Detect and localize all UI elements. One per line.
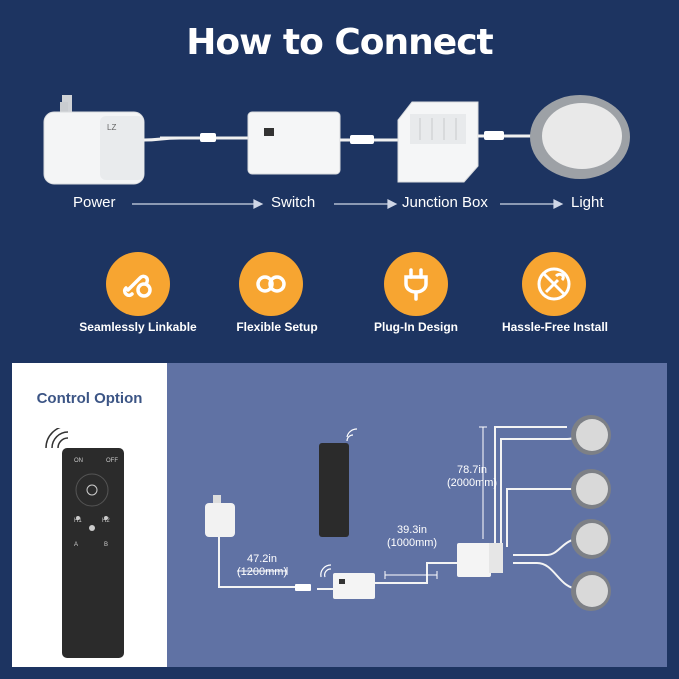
flexible-loop-icon — [239, 252, 303, 316]
step-label-light: Light — [571, 194, 604, 211]
power-adapter-image: LZ — [43, 95, 181, 185]
light-cable-length: 78.7in — [457, 464, 487, 476]
step-label-junction-box: Junction Box — [402, 194, 488, 211]
feature-label-hassle-free-install: Hassle-Free Install — [501, 320, 609, 334]
junction-box-image — [397, 101, 479, 183]
small-switch-image — [320, 564, 375, 599]
power-cable-metric: (1200mm) — [236, 566, 288, 578]
flow-arrows — [132, 199, 564, 209]
wiring-diagram — [205, 415, 611, 611]
remote-on-label: ON — [74, 458, 83, 464]
small-adapter-image — [205, 495, 235, 537]
step-label-power: Power — [73, 194, 116, 211]
wireless-signal-icon — [45, 428, 69, 449]
switch-box-image — [247, 111, 341, 175]
switch-cable-length: 39.3in — [397, 524, 427, 536]
feature-label-seamlessly-linkable: Seamlessly Linkable — [79, 320, 197, 334]
puck-light-image — [530, 95, 630, 179]
wiring-diagram-panel — [167, 363, 667, 667]
link-icon — [106, 252, 170, 316]
control-option-title: Control Option — [36, 390, 143, 407]
plug-icon — [384, 252, 448, 316]
power-cable-length: 47.2in — [247, 553, 277, 565]
small-junction-box-image — [457, 543, 503, 577]
step-label-switch: Switch — [271, 194, 316, 211]
no-tools-icon — [522, 252, 586, 316]
remote-a-label: A — [74, 542, 78, 548]
feature-label-plug-in-design: Plug-In Design — [374, 320, 458, 334]
product-flow-illustration: LZ — [43, 95, 630, 185]
light-cable-metric: (2000mm) — [446, 477, 498, 489]
switch-cable-metric: (1000mm) — [386, 537, 438, 549]
remote-h1-label: H1 — [74, 518, 82, 524]
remote-h2-label: H2 — [102, 518, 110, 524]
page-title: How to Connect — [186, 22, 494, 63]
remote-control-image: ON OFF H1 H2 A B — [45, 428, 124, 658]
small-puck-lights — [571, 415, 611, 611]
remote-b-label: B — [104, 542, 108, 548]
svg-text:LZ: LZ — [107, 123, 116, 132]
feature-label-flexible-setup: Flexible Setup — [236, 320, 318, 334]
small-remote-image — [319, 428, 358, 537]
remote-off-label: OFF — [106, 458, 118, 464]
